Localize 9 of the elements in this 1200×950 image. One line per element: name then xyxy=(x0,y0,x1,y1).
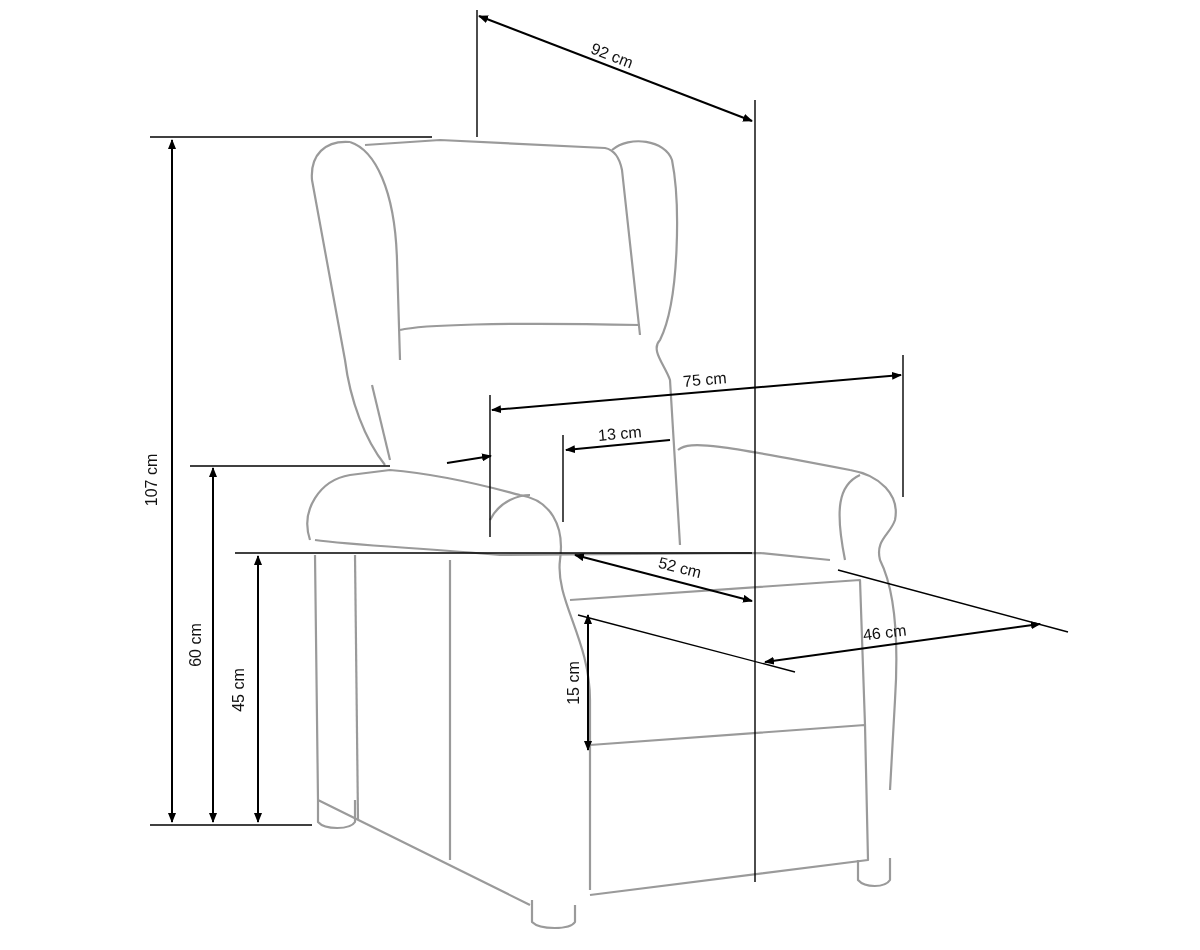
dimension-label: 75 cm xyxy=(682,370,728,390)
dimension-label: 15 cm xyxy=(565,661,582,705)
dimension-label: 45 cm xyxy=(230,668,247,712)
dimension-label: 92 cm xyxy=(588,40,635,72)
dimension-label: 13 cm xyxy=(597,424,643,444)
dimension-label: 107 cm xyxy=(144,453,161,507)
dimension-label: 46 cm xyxy=(862,622,908,644)
dimension-label: 52 cm xyxy=(656,554,703,582)
dimension-label: 60 cm xyxy=(187,623,204,667)
